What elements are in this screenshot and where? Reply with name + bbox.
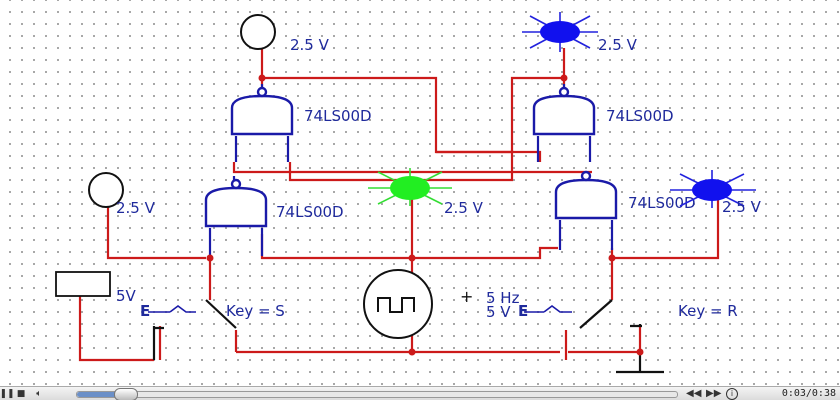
nand-gate-4: 74LS00D	[554, 170, 696, 220]
volume-icon[interactable]: 🔈︎	[36, 389, 42, 399]
stop-icon[interactable]: ■	[16, 389, 26, 399]
probe-green-lit: 2.5 V	[368, 168, 484, 217]
gate-label: 74LS00D	[628, 194, 696, 212]
seek-thumb[interactable]	[114, 388, 138, 400]
supply-source: 5V	[55, 271, 137, 305]
next-icon[interactable]: ▶▶	[706, 388, 722, 399]
probe-right-lit: 2.5 V	[670, 170, 762, 216]
seek-bar[interactable]	[76, 388, 678, 400]
probe-voltage: 2.5 V	[598, 36, 638, 54]
clock-source: + 5 Hz 5 V	[363, 269, 520, 339]
prev-icon[interactable]: ◀◀	[686, 388, 702, 399]
seek-progress	[77, 392, 125, 397]
schematic-canvas: 74LS00D 74LS00D 74LS00D 74LS00D 2	[0, 0, 840, 386]
supply-label: 5V	[116, 287, 137, 305]
time-display: 0:03/0:38	[781, 388, 836, 399]
junctions	[206, 74, 644, 356]
nand-gate-2: 74LS00D	[532, 86, 674, 136]
probe-top-right-lit: 2.5 V	[522, 12, 638, 54]
probe-voltage: 2.5 V	[290, 36, 330, 54]
clock-amp: 5 V	[486, 303, 511, 321]
probe-mid-left: 2.5 V	[88, 172, 156, 217]
plus-sign: +	[460, 287, 473, 306]
gate-label: 74LS00D	[606, 107, 674, 125]
gate-label: 74LS00D	[276, 203, 344, 221]
pause-icon[interactable]: ❚❚	[0, 389, 15, 399]
probe-voltage: 2.5 V	[444, 199, 484, 217]
switch-s[interactable]: E Key = S	[140, 299, 285, 360]
switch-key-label: Key = R	[678, 302, 738, 320]
info-icon[interactable]: i	[726, 388, 738, 400]
gate-label: 74LS00D	[304, 107, 372, 125]
nand-gate-3: 74LS00D	[204, 178, 344, 228]
clock-freq: 5 Hz	[486, 289, 520, 307]
circuit-diagram: 74LS00D 74LS00D 74LS00D 74LS00D 2	[55, 12, 762, 374]
switch-tag: E	[518, 302, 528, 320]
switch-r[interactable]: E Key = R	[518, 299, 738, 329]
switch-key-label: Key = S	[226, 302, 285, 320]
video-player-bar: ❚❚ ■ 🔈︎ ◀◀ ▶▶ i 0:03/0:38	[0, 386, 840, 400]
probe-voltage: 2.5 V	[116, 199, 156, 217]
probe-voltage: 2.5 V	[722, 198, 762, 216]
switch-tag: E	[140, 302, 150, 320]
probe-top-left: 2.5 V	[240, 14, 330, 54]
nand-gate-1: 74LS00D	[230, 86, 372, 136]
